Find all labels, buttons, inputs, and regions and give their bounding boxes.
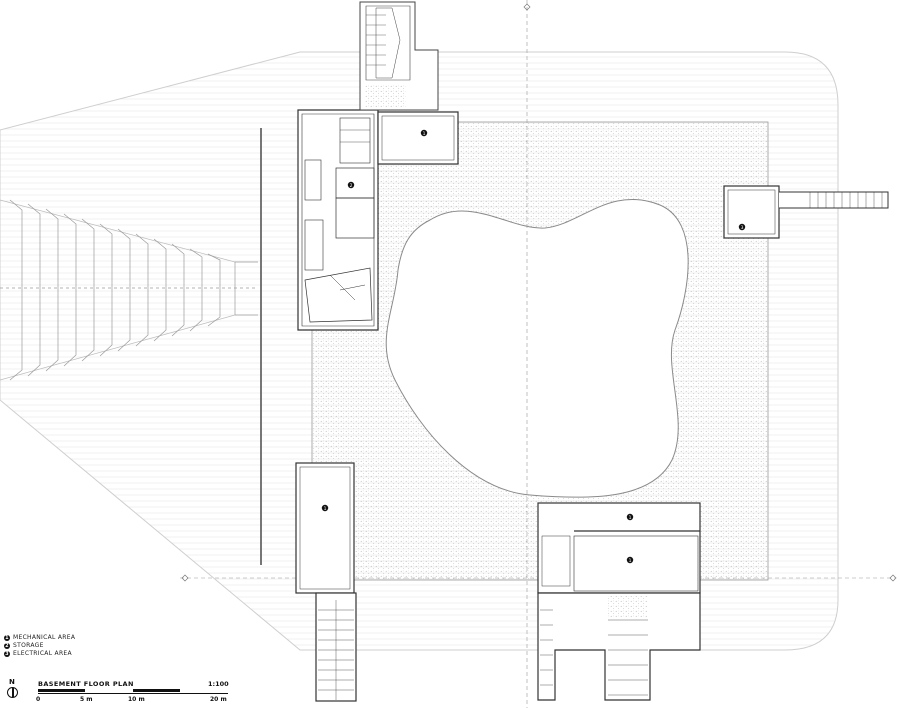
scale-ratio: 1:100 <box>208 680 229 688</box>
building-south-west <box>295 462 357 702</box>
legend-item: 2 STORAGE <box>4 642 75 650</box>
legend-item: 1 MECHANICAL AREA <box>4 634 75 642</box>
building-north-west <box>297 109 379 331</box>
svg-text:1: 1 <box>629 515 632 521</box>
room-tag-bottom-left-mechanical: 1 <box>321 504 329 512</box>
north-arrow-icon: N <box>6 678 20 704</box>
scale-tick-label: 5 m <box>80 696 93 703</box>
legend-badge: 3 <box>4 651 10 657</box>
building-south-east <box>537 502 701 701</box>
room-tag-left-storage: 2 <box>347 181 355 189</box>
room-tag-bottom-upper-mechanical: 1 <box>626 513 634 521</box>
scale-tick-label: 0 <box>36 696 41 703</box>
legend-badge: 2 <box>4 643 10 649</box>
building-east-electrical <box>723 185 889 239</box>
central-court <box>385 199 689 498</box>
svg-text:3: 3 <box>741 225 744 231</box>
legend-label: MECHANICAL AREA <box>13 634 76 641</box>
stair-north <box>359 1 439 111</box>
legend-label: ELECTRICAL AREA <box>13 650 72 657</box>
north-label: N <box>9 678 15 686</box>
ramp-chevrons <box>0 199 258 381</box>
room-tag-east-electrical: 3 <box>738 223 746 231</box>
drawing-title: BASEMENT FLOOR PLAN <box>38 680 134 688</box>
scale-bar <box>38 689 228 694</box>
svg-text:1: 1 <box>423 131 426 137</box>
room-tag-bottom-lower-mechanical: 1 <box>626 556 634 564</box>
svg-text:2: 2 <box>350 183 353 189</box>
legend-item: 3 ELECTRICAL AREA <box>4 650 75 658</box>
north-circle <box>7 687 18 698</box>
axis-markers <box>181 3 897 582</box>
scale-tick-label: 20 m <box>210 696 227 703</box>
legend-label: STORAGE <box>13 642 44 649</box>
north-needle <box>12 688 14 697</box>
scale-tick-label: 10 m <box>128 696 145 703</box>
legend-badge: 1 <box>4 635 10 641</box>
building-north-mechanical <box>377 111 459 165</box>
svg-text:1: 1 <box>324 506 327 512</box>
scale-segment <box>38 689 85 692</box>
scale-segment <box>133 689 180 692</box>
legend: 1 MECHANICAL AREA 2 STORAGE 3 ELECTRICAL… <box>4 634 75 658</box>
svg-text:1: 1 <box>629 558 632 564</box>
room-tag-top-mechanical: 1 <box>420 129 428 137</box>
